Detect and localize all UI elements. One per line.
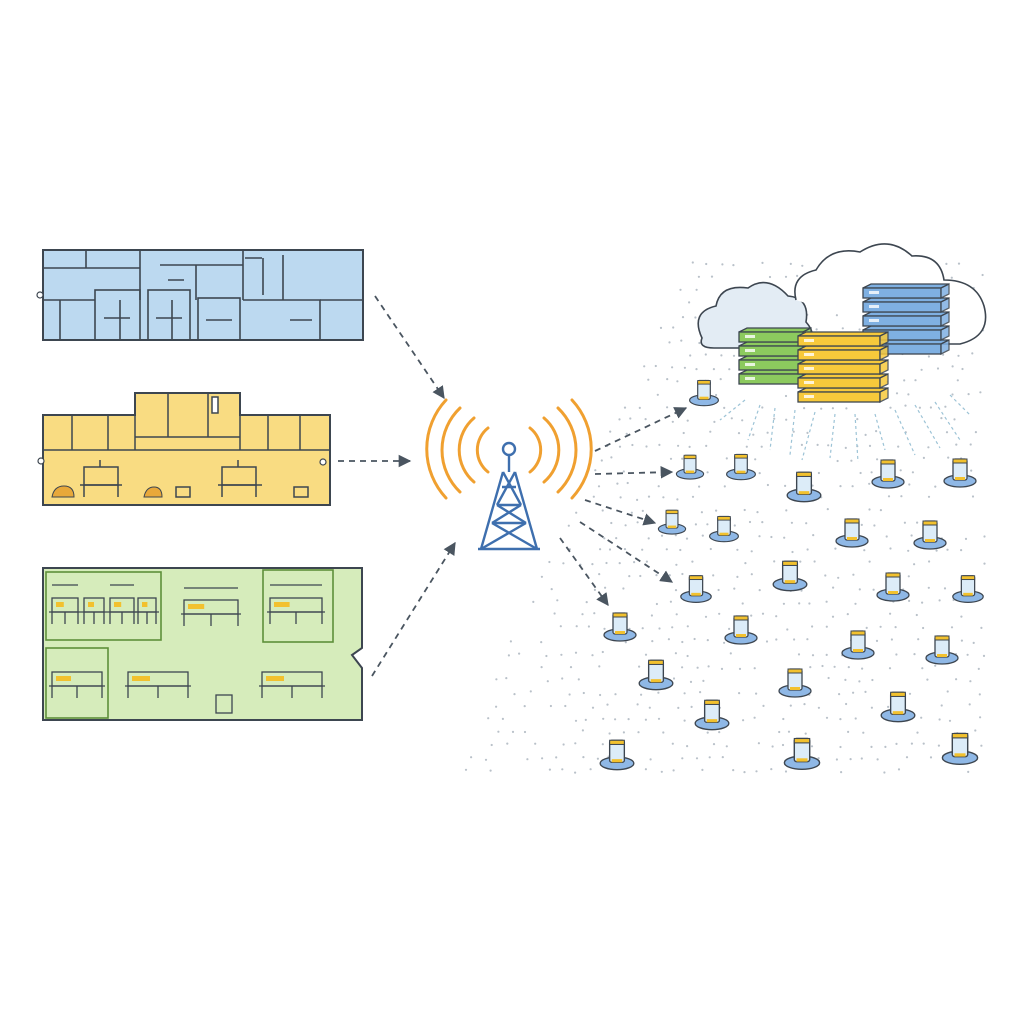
arrow-blue-to-tower xyxy=(374,295,445,400)
sensor-device-icon xyxy=(709,515,739,543)
arrow-tower-to-device-4 xyxy=(579,521,674,583)
arrow-tower-to-device-5 xyxy=(559,537,609,607)
sensor-device-field xyxy=(599,379,984,771)
sensor-device-icon xyxy=(786,471,822,503)
sensor-device-icon xyxy=(724,615,758,645)
server-stack-icon xyxy=(797,330,889,404)
sensor-device-icon xyxy=(694,699,730,731)
yellow-floor-plan xyxy=(37,392,331,506)
sensor-device-icon xyxy=(680,575,712,603)
sensor-device-icon xyxy=(876,572,910,602)
sensor-device-icon xyxy=(783,737,821,771)
downlink-arrows xyxy=(559,407,688,607)
sensor-device-icon xyxy=(925,635,959,665)
sensor-device-icon xyxy=(841,630,875,660)
blue-floor-plan xyxy=(36,249,364,341)
sensor-device-icon xyxy=(880,691,916,723)
sensor-device-icon xyxy=(952,575,984,603)
server-stack-icon xyxy=(862,282,950,356)
server-cluster xyxy=(738,282,950,404)
sensor-device-icon xyxy=(943,458,977,488)
arrow-green-to-tower xyxy=(371,541,456,677)
sensor-device-icon xyxy=(778,668,812,698)
sensor-device-icon xyxy=(603,612,637,642)
sensor-device-icon xyxy=(835,518,869,548)
sensor-device-icon xyxy=(638,659,674,691)
sensor-device-icon xyxy=(726,453,756,481)
sensor-device-icon xyxy=(657,509,687,535)
sensor-device-icon xyxy=(599,739,635,771)
cell-tower-icon xyxy=(425,398,593,551)
sensor-device-icon xyxy=(871,459,905,489)
green-floor-plan xyxy=(42,567,363,721)
sensor-device-icon xyxy=(913,520,947,550)
arrow-tower-to-device-1 xyxy=(594,407,688,452)
uplink-arrows xyxy=(338,295,456,677)
sensor-device-icon xyxy=(941,732,979,766)
sensor-device-icon xyxy=(689,379,719,407)
sensor-device-icon xyxy=(772,560,808,592)
arrow-tower-to-device-3 xyxy=(584,499,657,526)
data-stream-lines xyxy=(719,394,971,463)
arrow-tower-to-device-2 xyxy=(594,465,674,479)
sensor-device-icon xyxy=(675,454,705,480)
